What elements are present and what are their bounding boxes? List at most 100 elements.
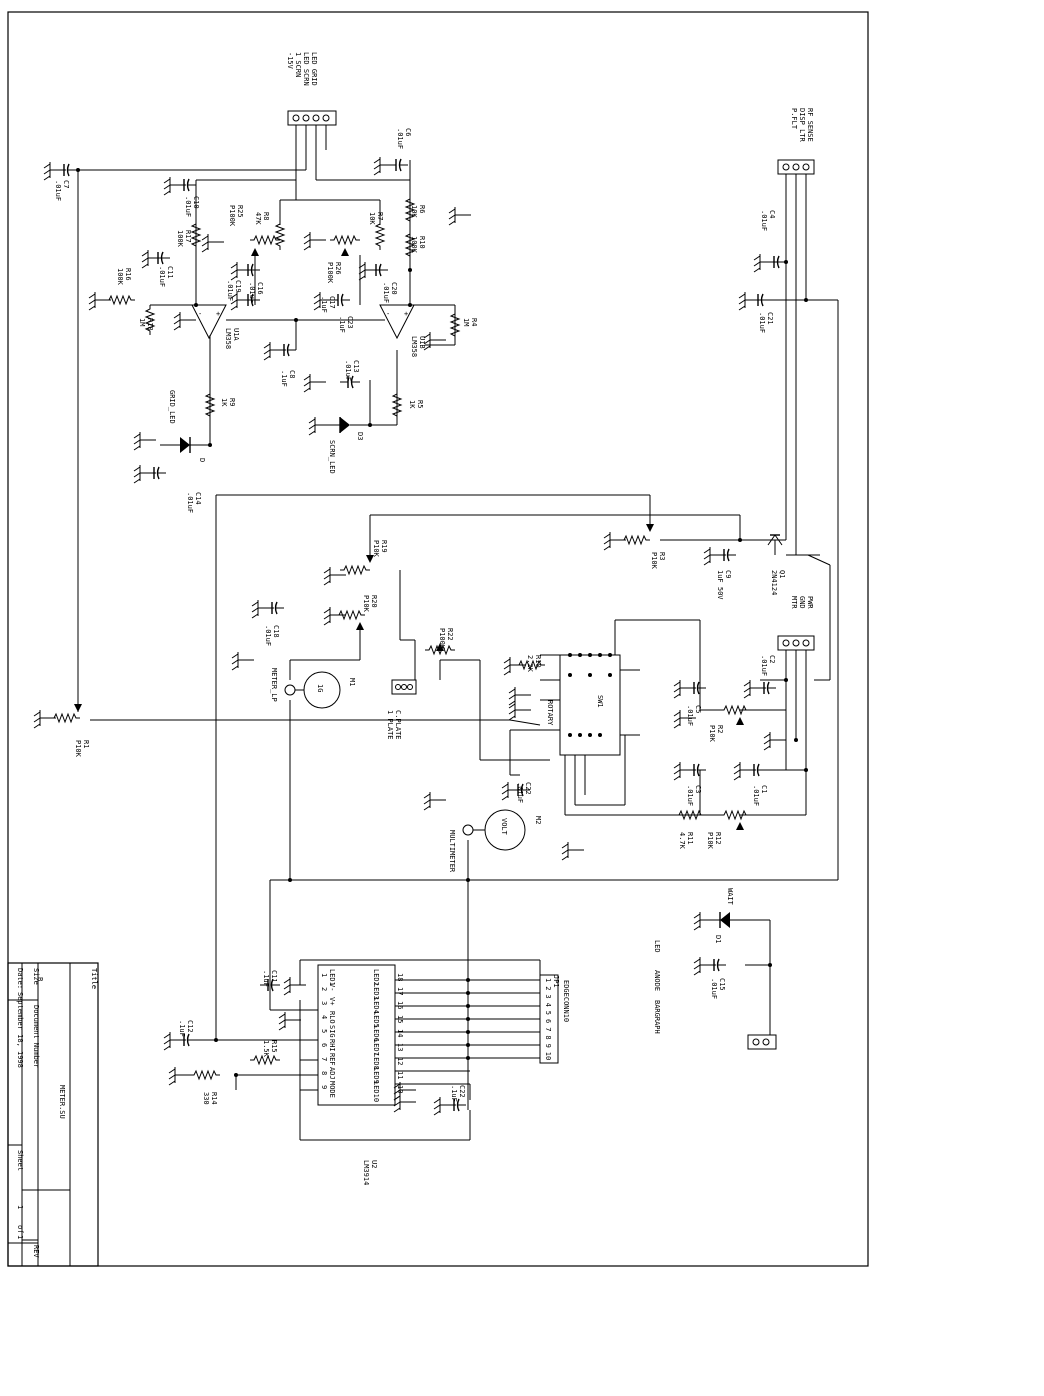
cplate-header [391,679,417,695]
conn-line-1: LED GRID [310,52,318,86]
c13-ref: C13 [352,360,360,373]
title-block: Title METER.SU Size Document Number REV … [7,962,99,1267]
c23b-value: .1uF [262,970,270,987]
pwr-line-2: GND [798,596,806,609]
date-value: September 18, 1998 [16,992,24,1068]
r16-value: 100K [116,268,124,286]
wait-led-ref: D1 [714,935,722,943]
led-bar-label: ANODE [653,970,661,991]
c1-ref: C1 [760,785,768,793]
u2-pin-right-name-10: LED10 [372,1081,380,1102]
of-label: of [16,1225,24,1233]
u2-pin-left-name-2: V- [328,983,336,991]
title-label: Title [90,968,98,989]
u2-pin-left-name-7: REF [328,1053,336,1066]
op-amp-u1b: - + [379,304,415,340]
c6-value: .01uF [396,128,404,149]
c7-value: .01uF [54,180,62,201]
r20-value: P10K [362,595,370,613]
u2-pin-right-15: 15 [396,1015,404,1023]
cplate-label: C.PLATE [394,710,402,740]
r15-value: 1.5K [262,1040,270,1058]
r8-ref: R8 [262,212,270,220]
u2-pin-right-17: 17 [396,987,404,995]
size-value: B [36,977,44,981]
u2-pin-right-10: 10 [396,1085,404,1093]
c17-value: .1uF [320,296,328,313]
c23b-ref: C11 [270,970,278,983]
c3-ref: C3 [694,785,702,793]
document-title: METER.SU [58,1085,66,1119]
c14-ref: C14 [194,492,202,505]
c21-value: .01uF [758,312,766,333]
pwr-line-3: MTR [790,596,798,609]
c5-value: .01uF [686,705,694,726]
meter-m2 [462,809,526,851]
c22-ref: C22 [524,782,532,795]
c20-ref: C20 [390,282,398,295]
u1b-ref: U1B [418,336,426,349]
r18-value: 1M [138,318,146,326]
u2-pin-right-13: 13 [396,1043,404,1051]
rf-line-1: RF SENSE [806,108,814,142]
r10b-value: 2.2K [526,655,534,673]
r20-ref: R20 [370,595,378,608]
m1-ref: M1 [348,678,356,686]
svg-text:+: + [404,310,408,318]
pwr-connector: PWR GND MTR [777,596,815,651]
led-bar-label-2: BARGRAPH [653,1000,661,1034]
r11-ref: R11 [686,832,694,845]
u2-pin-left-2: 2 [320,987,328,991]
u2-pin-left-9: 9 [320,1085,328,1089]
u2-pin-left-8: 8 [320,1071,328,1075]
r9-value: 1K [220,398,228,407]
jp1-connector [539,974,559,1064]
r12-value: P10K [706,832,714,850]
r11-value: 4.7K [678,832,686,850]
jp1-pin-4: 4 [544,1003,552,1007]
c16-value: .01uF [248,282,256,303]
svg-text:-: - [386,310,390,318]
c19-value: .01uF [226,280,234,301]
ic-u2 [317,964,396,1106]
capacitors [55,158,787,1112]
c10-ref: C10 [192,196,200,209]
c10-value: .01uF [184,196,192,217]
c7-ref: C7 [62,180,70,188]
c5-ref: C5 [694,705,702,713]
m1-label: METER_LP [270,668,278,702]
u2-pin-left-6: 6 [320,1043,328,1047]
jp1-pin-5: 5 [544,1011,552,1015]
u1a-ref: U1A [232,328,240,341]
r25-value: P100K [228,205,236,227]
c18-ref: C18 [272,625,280,638]
wait-led [705,912,730,928]
r4-ref: R4 [470,318,478,326]
u2-pin-right-name-18: LED2 [372,969,380,986]
c20-value: .01uF [382,282,390,303]
u2-pin-left-name-3: V+ [328,997,336,1005]
conn-line-4: -15V [286,52,294,70]
r19-value: P10K [372,540,380,558]
cplate-label-2: 1 PLATE [386,710,394,740]
q1-value: 2N4124 [770,570,778,595]
r12-ref: R12 [714,832,722,845]
c4-ref: C4 [768,210,776,218]
c22b-value: .1uF [450,1085,458,1102]
r2-ref: R2 [716,725,724,733]
r25-ref: R25 [236,205,244,218]
jp1-pin-10: 10 [544,1052,552,1060]
jp1-pin-3: 3 [544,994,552,998]
r1-ref: R1 [82,740,90,748]
svg-text:-: - [198,310,202,318]
rf-line-2: DISP LTR [798,108,806,143]
pot-wipers [74,248,744,830]
component-labels: C7 .01uF C6 .01uF C10 .01uF R17 100K C11… [54,128,786,1185]
u2-pin-right-name-16: LED4 [372,997,380,1014]
q1-ref: Q1 [778,570,786,578]
c3-value: .01uF [686,785,694,806]
jp1-pin-6: 6 [544,1019,552,1023]
c15-ref: C15 [718,978,726,991]
u2-pin-right-14: 14 [396,1029,404,1037]
